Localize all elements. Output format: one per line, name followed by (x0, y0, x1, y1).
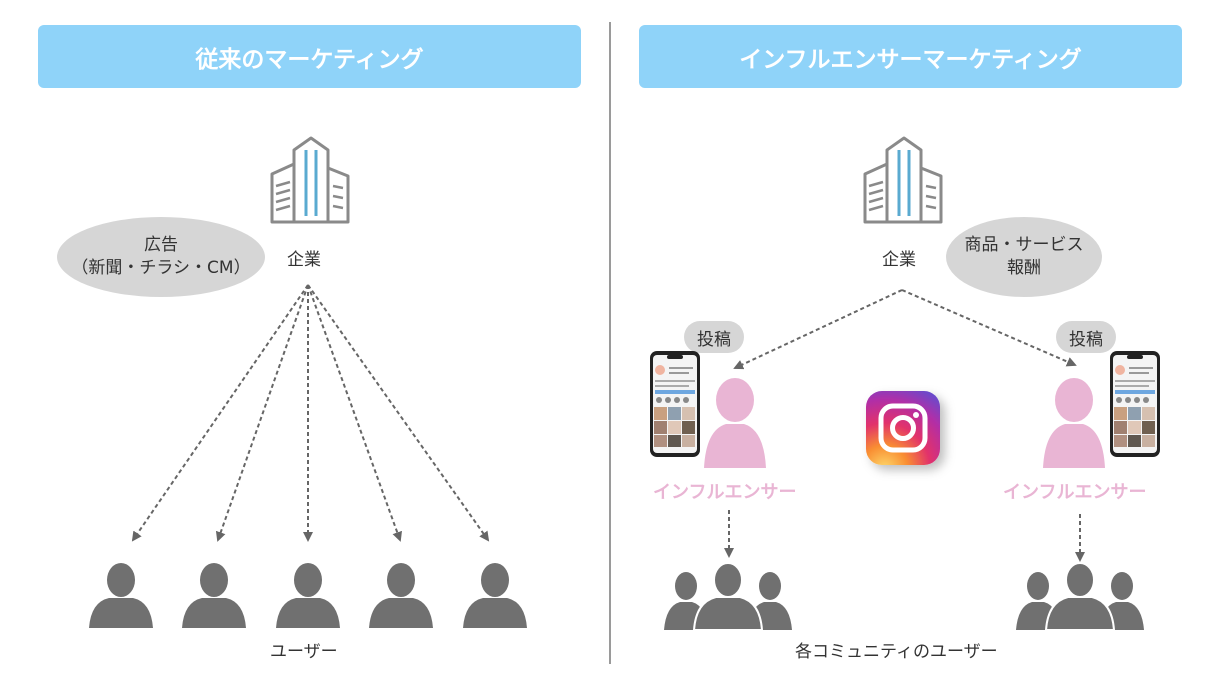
influencer-person-icon (704, 378, 766, 468)
reward-bubble: 商品・サービス 報酬 (946, 217, 1102, 297)
center-divider (609, 22, 611, 664)
user-person-icon (276, 563, 340, 628)
ad-bubble-line1: 広告 (144, 235, 178, 256)
instagram-icon (866, 391, 940, 465)
title-influencer-marketing: インフルエンサーマーケティング (639, 25, 1182, 88)
reward-bubble-line1: 商品・サービス (964, 235, 1084, 256)
smartphone-icon (650, 351, 700, 457)
company-label: 企業 (287, 250, 321, 270)
title-traditional-marketing: 従来のマーケティング (38, 25, 581, 88)
ad-bubble: 広告 （新聞・チラシ・CM） (57, 217, 265, 297)
reward-bubble-line2: 報酬 (1007, 258, 1041, 278)
influencer-person-icon (1043, 378, 1105, 468)
user-person-icon (369, 563, 433, 628)
user-person-icon (89, 563, 153, 628)
smartphone-icon (1110, 351, 1160, 457)
influencer-label-left: インフルエンサー (653, 482, 797, 503)
ad-bubble-line2: （新聞・チラシ・CM） (71, 258, 251, 278)
community-group-icon (1016, 562, 1144, 631)
user-person-icon (463, 563, 527, 628)
community-group-icon (664, 562, 792, 631)
post-tag-right: 投稿 (1056, 321, 1116, 353)
company-label-right: 企業 (882, 250, 916, 270)
building-icon (270, 136, 350, 224)
user-person-icon (182, 563, 246, 628)
building-icon (863, 136, 943, 224)
post-tag-left: 投稿 (684, 321, 744, 353)
influencer-label-right: インフルエンサー (1003, 482, 1147, 503)
community-users-label: 各コミュニティのユーザー (795, 642, 998, 662)
users-label: ユーザー (270, 642, 338, 662)
